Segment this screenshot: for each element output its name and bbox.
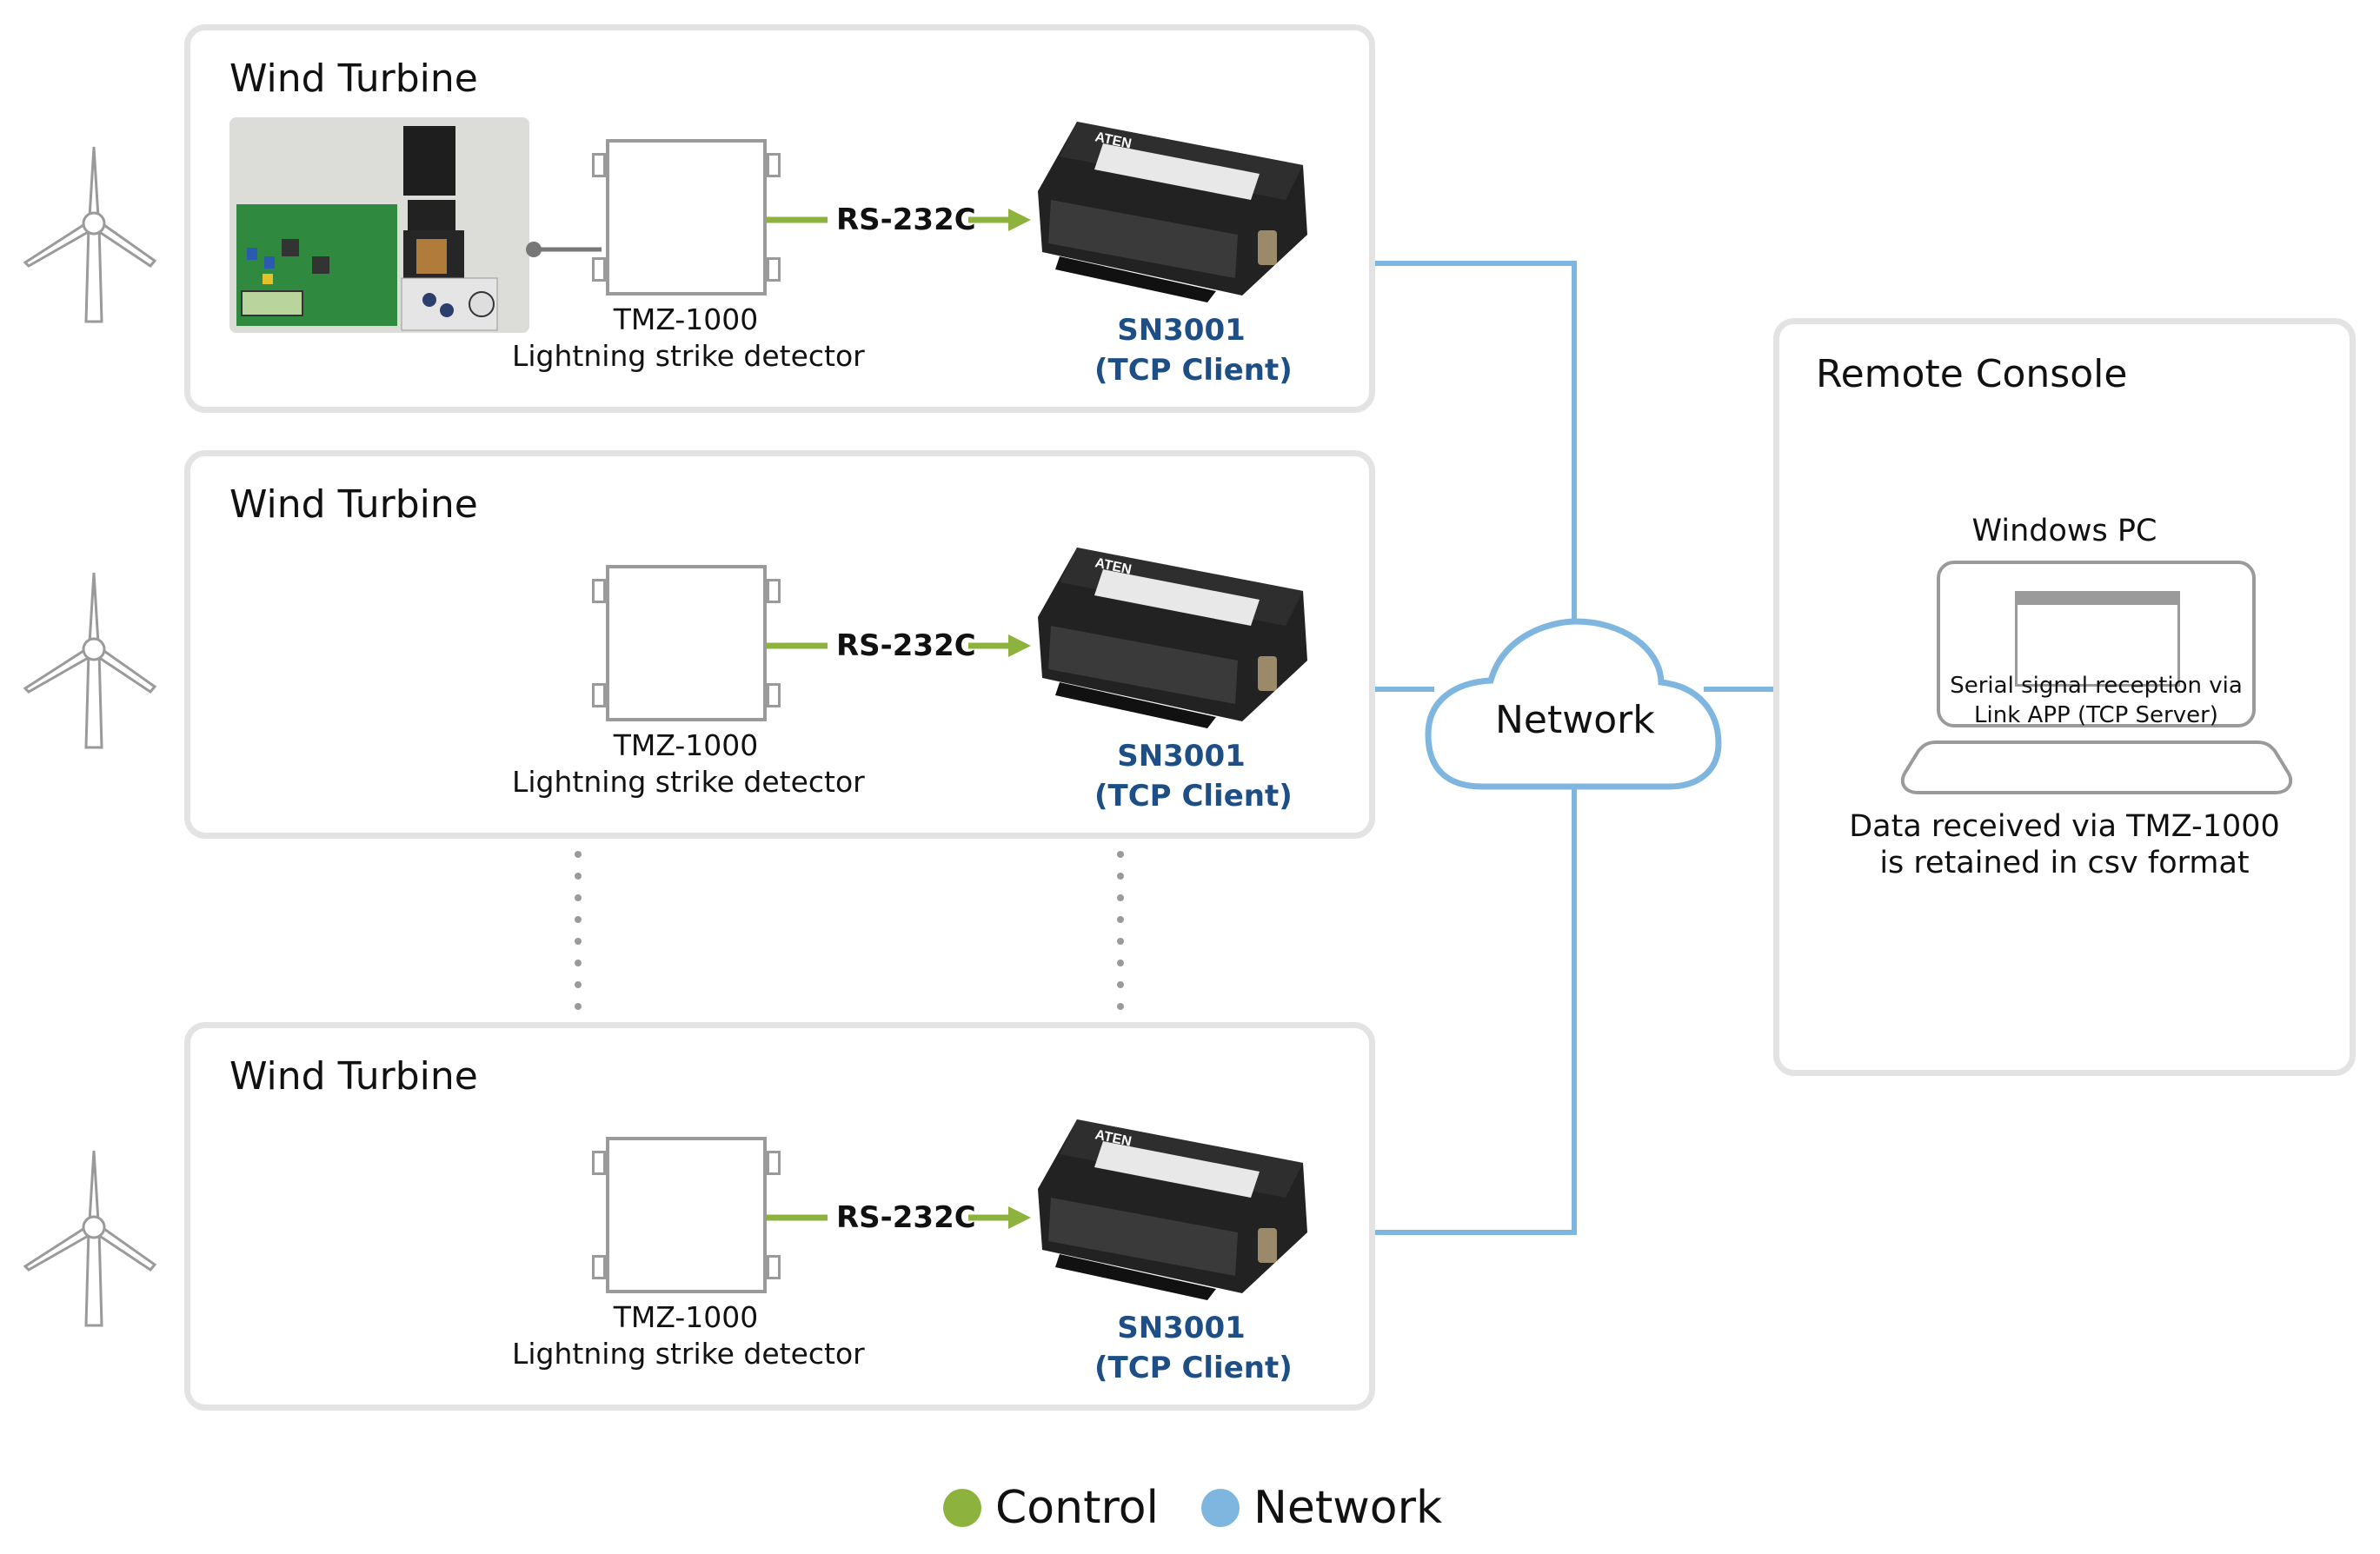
device-model: SN3001 (1117, 313, 1246, 348)
console-note-line1: Data received via TMZ-1000 (1849, 809, 2280, 844)
device-model: SN3001 (1117, 1311, 1246, 1345)
legend-control-dot (943, 1489, 981, 1527)
wind-turbine-panel-2: Wind Turbine TMZ-1000 Lightning strike d… (184, 450, 1375, 839)
detector-caption: TMZ-1000 Lightning strike detector (512, 1299, 865, 1372)
control-line (767, 642, 828, 649)
wind-turbine-icon (23, 572, 157, 749)
pc-label: Windows PC (1971, 514, 2157, 548)
sn3001-device-icon: ATEN (1038, 548, 1307, 728)
screen-caption-line1: Serial signal reception via (1950, 673, 2243, 699)
network-cloud-icon (1425, 618, 1722, 790)
panel-title: Remote Console (1816, 352, 2128, 396)
device-role: (TCP Client) (1094, 1351, 1293, 1385)
control-arrow-icon (968, 1206, 1031, 1229)
detector-model: TMZ-1000 (613, 302, 759, 336)
console-note: Data received via TMZ-1000 is retained i… (1779, 808, 2350, 881)
tmz-1000-detector-icon (592, 565, 781, 721)
device-label: SN3001 (TCP Client) (1094, 1308, 1293, 1388)
network-label: Network (1495, 698, 1655, 742)
device-label: SN3001 (TCP Client) (1094, 310, 1293, 390)
device-role: (TCP Client) (1094, 779, 1293, 814)
network-line-turbine-1 (1295, 261, 1577, 626)
detector-model: TMZ-1000 (613, 1300, 759, 1334)
tmz-1000-detector-icon (592, 139, 781, 296)
rs232c-label: RS-232C (836, 1200, 976, 1235)
console-note-line2: is retained in csv format (1879, 846, 2250, 880)
wind-turbine-icon (23, 1150, 157, 1327)
control-arrow-icon (968, 209, 1031, 231)
rs232c-label: RS-232C (836, 628, 976, 663)
remote-console-panel: Remote Console Windows PC Serial signal … (1773, 318, 2356, 1076)
laptop-screen-icon: Serial signal reception via Link APP (TC… (1937, 561, 2256, 730)
device-role: (TCP Client) (1094, 353, 1293, 388)
sn3001-device-icon: ATEN (1038, 122, 1307, 302)
screen-caption-line2: Link APP (TCP Server) (1974, 702, 2218, 728)
wind-turbine-panel-3: Wind Turbine TMZ-1000 Lightning strike d… (184, 1022, 1375, 1411)
sensor-connector (526, 242, 602, 257)
wind-turbine-icon (23, 146, 157, 323)
detector-caption: TMZ-1000 Lightning strike detector (512, 302, 865, 375)
device-model: SN3001 (1117, 739, 1246, 774)
detector-description: Lightning strike detector (512, 339, 865, 373)
control-line (767, 1214, 828, 1221)
control-line (767, 216, 828, 223)
legend-item-control: Control (943, 1482, 1159, 1534)
control-arrow-icon (968, 634, 1031, 657)
wind-turbine-panel-1: Wind Turbine (184, 24, 1375, 413)
device-label: SN3001 (TCP Client) (1094, 736, 1293, 816)
detector-description: Lightning strike detector (512, 1337, 865, 1371)
legend-network-label: Network (1253, 1482, 1443, 1534)
laptop-base-icon (1901, 740, 2292, 794)
legend-network-dot (1201, 1489, 1240, 1527)
panel-title: Wind Turbine (229, 1054, 478, 1099)
detector-description: Lightning strike detector (512, 765, 865, 799)
screen-caption: Serial signal reception via Link APP (TC… (1940, 673, 2252, 730)
legend-item-network: Network (1201, 1482, 1442, 1534)
sn3001-device-icon: ATEN (1038, 1119, 1307, 1300)
control-board-photo (229, 117, 529, 333)
legend-control-label: Control (995, 1482, 1159, 1534)
tmz-1000-detector-icon (592, 1137, 781, 1293)
continuation-dots (575, 851, 1124, 1010)
detector-model: TMZ-1000 (613, 728, 759, 762)
network-line-turbine-3 (1295, 782, 1577, 1235)
detector-caption: TMZ-1000 Lightning strike detector (512, 727, 865, 800)
app-window-icon (2015, 591, 2180, 687)
rs232c-label: RS-232C (836, 203, 976, 237)
panel-title: Wind Turbine (229, 56, 478, 101)
panel-title: Wind Turbine (229, 482, 478, 527)
